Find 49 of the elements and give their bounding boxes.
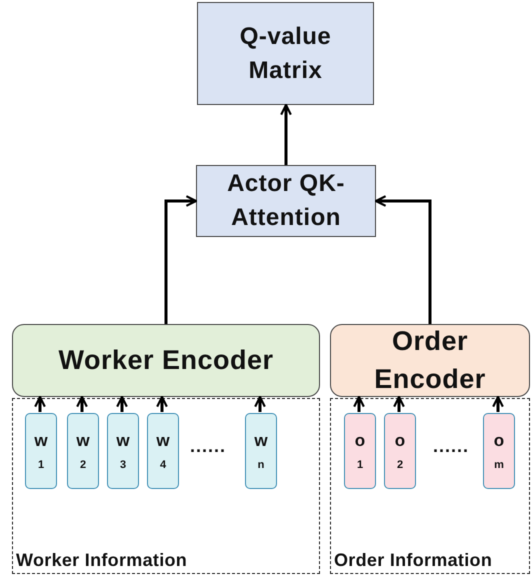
group-box xyxy=(330,398,530,574)
input-box xyxy=(483,413,515,489)
arrow xyxy=(353,396,365,412)
arrow xyxy=(76,396,88,412)
group-label: Worker Information xyxy=(16,550,188,571)
input-box xyxy=(245,413,277,489)
index-label: 1 xyxy=(356,459,364,471)
arrow xyxy=(116,396,128,412)
index-label: 2 xyxy=(396,459,404,471)
variable-letter: w xyxy=(34,431,48,451)
index-label: m xyxy=(494,459,504,471)
index-label: n xyxy=(258,459,264,471)
process-box xyxy=(197,2,374,105)
index-label: 4 xyxy=(160,459,166,471)
index-label: 2 xyxy=(80,459,86,471)
box-label: Actor QK-Attention xyxy=(226,169,346,233)
encoder-box xyxy=(330,324,530,397)
process-box xyxy=(196,165,376,237)
group-label: Order Information xyxy=(334,550,492,571)
input-box xyxy=(344,413,376,489)
variable-letter: o xyxy=(394,431,406,451)
arrow xyxy=(254,396,266,412)
arrow xyxy=(393,396,405,412)
arrow xyxy=(164,195,198,324)
variable-letter: o xyxy=(354,431,366,451)
arrow xyxy=(492,396,504,412)
input-box xyxy=(147,413,179,489)
encoder-box xyxy=(12,324,320,397)
arrow xyxy=(280,104,292,165)
index-label: 1 xyxy=(38,459,44,471)
variable-letter: o xyxy=(494,431,504,451)
variable-letter: w xyxy=(76,431,90,451)
arrow xyxy=(34,396,46,412)
index-label: 3 xyxy=(120,459,126,471)
variable-letter: w xyxy=(254,431,268,451)
variable-letter: w xyxy=(156,431,170,451)
input-box xyxy=(67,413,99,489)
ellipsis-text: ...... xyxy=(433,436,470,457)
arrow xyxy=(374,195,432,324)
box-label: Worker Encoder xyxy=(57,344,275,377)
box-label: Q-value Matrix xyxy=(238,22,332,86)
input-box xyxy=(384,413,416,489)
variable-letter: w xyxy=(116,431,130,451)
input-box xyxy=(107,413,139,489)
box-label: Order Encoder xyxy=(373,324,487,396)
ellipsis-text: ...... xyxy=(190,436,226,457)
input-box xyxy=(25,413,57,489)
arrow xyxy=(156,396,168,412)
group-box xyxy=(12,398,320,574)
